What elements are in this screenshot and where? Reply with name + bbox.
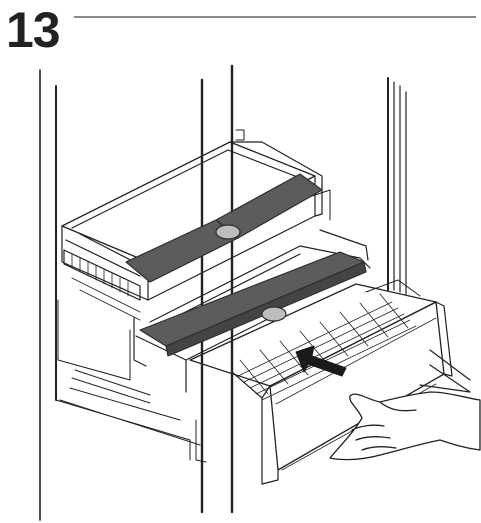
hand-icon bbox=[329, 391, 481, 461]
step-number: 13 bbox=[6, 2, 61, 58]
header-rule bbox=[74, 16, 476, 18]
lower-divider-knob bbox=[261, 306, 287, 322]
push-arrow-icon bbox=[295, 345, 347, 377]
cabinet-interior bbox=[55, 129, 421, 463]
lower-drawer bbox=[189, 283, 453, 485]
upper-divider bbox=[125, 173, 323, 283]
upper-divider-knob bbox=[215, 224, 241, 240]
lower-divider bbox=[139, 251, 367, 357]
